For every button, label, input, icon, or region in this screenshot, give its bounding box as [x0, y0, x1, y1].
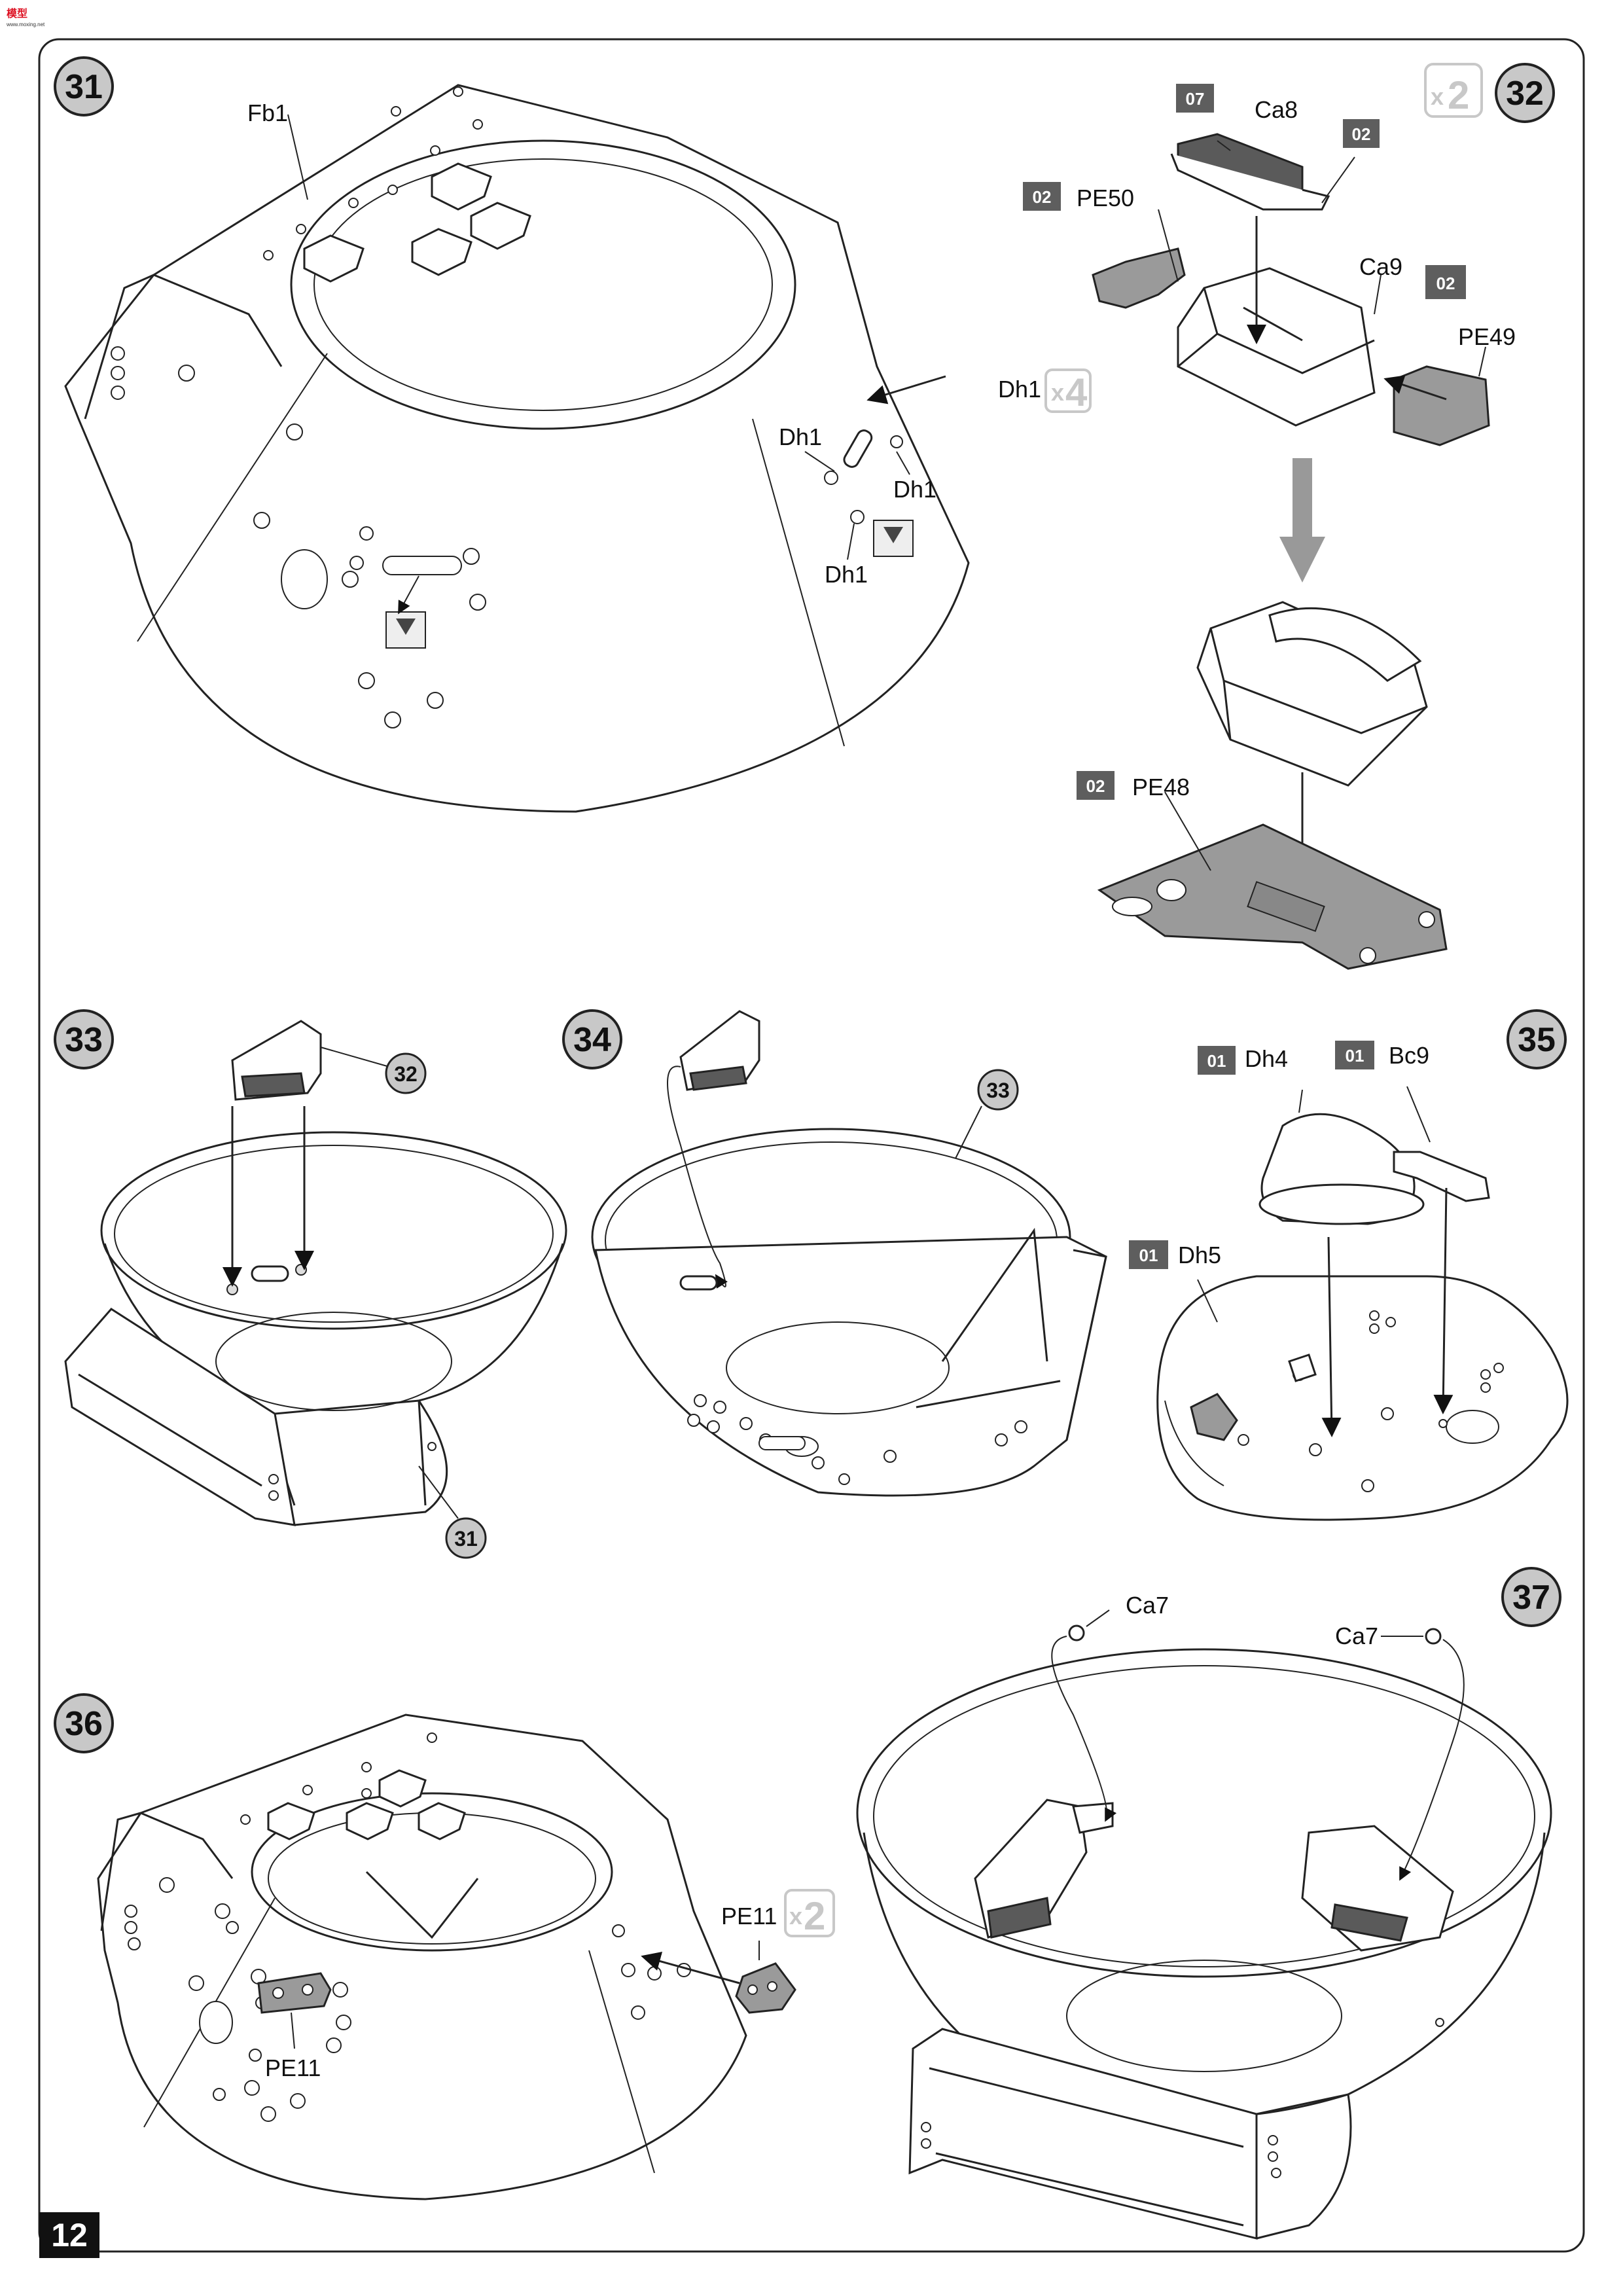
sprue-tag-07: 07	[1176, 84, 1214, 113]
svg-text:01: 01	[1207, 1051, 1226, 1071]
turret-roof-drawing	[1156, 1086, 1569, 1521]
label-dh5: Dh5	[1178, 1242, 1221, 1268]
label-dh1-c: Dh1	[893, 476, 936, 503]
quantity-badge-x4: x 4	[1044, 368, 1092, 414]
svg-text:2: 2	[1448, 73, 1469, 117]
step-36: 36	[54, 1693, 835, 2200]
step-33: 33 32 31	[54, 1009, 567, 1559]
cut-indicator-icon	[385, 611, 426, 649]
label-dh1-b: Dh1	[779, 423, 822, 450]
sight-block-exploded-drawing	[1092, 133, 1490, 446]
label-dh1-a: Dh1	[998, 376, 1041, 403]
sprue-tag-02: 02	[1425, 265, 1466, 299]
turret-interior-drawing	[64, 1020, 567, 1526]
sight-block-assembled-drawing	[1097, 601, 1448, 970]
svg-text:02: 02	[1033, 187, 1052, 207]
sprue-tag-02: 02	[1023, 182, 1061, 211]
step-number-badge	[1507, 1009, 1567, 1069]
sprue-tag-01: 01	[1198, 1046, 1236, 1075]
svg-text:02: 02	[1352, 124, 1371, 144]
label-ca7-a: Ca7	[1126, 1592, 1169, 1619]
label-pe11-a: PE11	[265, 2054, 321, 2081]
label-ca7-b: Ca7	[1335, 1623, 1378, 1649]
publisher-logo: 模型 www.moxing.net	[6, 7, 45, 27]
logo-subtext: www.moxing.net	[6, 22, 45, 27]
svg-text:x: x	[1051, 379, 1064, 406]
ref-step-31: 31	[454, 1527, 478, 1551]
svg-text:02: 02	[1436, 274, 1455, 293]
logo-text: 模型	[7, 7, 27, 20]
step-number: 31	[65, 68, 103, 106]
step-number: 34	[573, 1021, 611, 1059]
turret-interior-drawing	[856, 1609, 1552, 2240]
svg-text:07: 07	[1186, 89, 1205, 109]
step-number: 32	[1506, 75, 1544, 113]
label-pe48: PE48	[1132, 774, 1190, 800]
svg-text:4: 4	[1065, 370, 1088, 414]
svg-text:01: 01	[1139, 1246, 1158, 1265]
sprue-tag-01: 01	[1129, 1240, 1168, 1269]
page-number-box: 12	[39, 2212, 99, 2258]
ref-step-32: 32	[394, 1062, 418, 1086]
step-number-badge	[1501, 1567, 1561, 1627]
svg-text:02: 02	[1086, 776, 1105, 796]
step-number-badge	[562, 1009, 622, 1069]
sprue-tag-01: 01	[1335, 1041, 1374, 1069]
sprue-tag-02: 02	[1077, 771, 1115, 800]
label-pe50: PE50	[1077, 185, 1134, 211]
label-pe49: PE49	[1458, 323, 1516, 350]
ref-badge	[977, 1069, 1019, 1111]
page-number: 12	[51, 2217, 88, 2253]
quantity-badge-x2: x 2	[1424, 63, 1483, 118]
label-dh4: Dh4	[1245, 1045, 1288, 1072]
step-32: 32 x 2	[1023, 63, 1555, 970]
turret-interior-drawing	[591, 1010, 1107, 1497]
step-number-badge	[54, 1009, 114, 1069]
step-number-badge	[54, 1693, 114, 1753]
svg-text:2: 2	[804, 1894, 825, 1938]
step-number-badge	[1495, 63, 1555, 123]
label-ca8: Ca8	[1255, 96, 1298, 123]
step-34: 34 33	[562, 1009, 1107, 1497]
step-number: 35	[1518, 1021, 1556, 1059]
label-ca9: Ca9	[1359, 253, 1402, 280]
svg-text:x: x	[1431, 83, 1444, 110]
svg-text:01: 01	[1346, 1046, 1364, 1066]
step-number: 37	[1512, 1579, 1550, 1617]
cut-indicator-icon	[873, 520, 914, 557]
ref-step-33: 33	[986, 1079, 1010, 1102]
step-number-badge	[54, 56, 114, 117]
sprue-tag-02: 02	[1343, 119, 1380, 148]
turret-cone-drawing	[97, 1713, 796, 2200]
step-number: 36	[65, 1705, 103, 1743]
step-31: 31	[54, 56, 1092, 813]
page-frame	[38, 38, 1585, 2253]
label-pe11-b: PE11	[721, 1903, 777, 1929]
quantity-badge-x2: x 2	[784, 1889, 835, 1938]
label-bc9: Bc9	[1389, 1042, 1429, 1069]
label-dh1-d: Dh1	[825, 561, 868, 588]
step-37: 37	[856, 1567, 1561, 2240]
ref-badge	[445, 1517, 487, 1559]
ref-badge	[385, 1052, 427, 1094]
step-35: 35 01	[1129, 1009, 1569, 1521]
svg-text:x: x	[789, 1903, 802, 1929]
turret-cone-drawing	[64, 84, 970, 813]
step-number: 33	[65, 1021, 103, 1059]
assembly-arrow-icon	[1279, 458, 1325, 583]
label-fb1: Fb1	[247, 99, 288, 126]
